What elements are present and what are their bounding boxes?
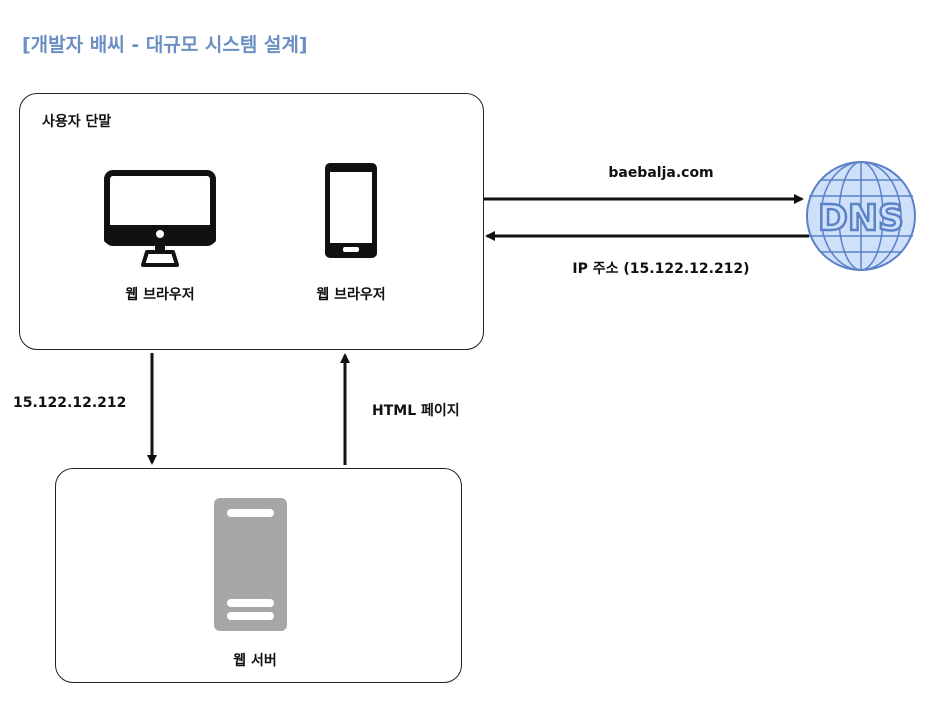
desktop-browser-label: 웹 브라우저: [125, 287, 195, 303]
dns-globe-icon: DNS: [806, 161, 916, 271]
dns-icon-text: DNS: [818, 198, 904, 239]
client-device-box: 사용자 단말: [19, 93, 484, 350]
server-icon: [214, 498, 287, 631]
client-box-label: 사용자 단말: [42, 114, 112, 130]
desktop-monitor-icon: [104, 170, 216, 267]
edge-label-ip-address: IP 주소 (15.122.12.212): [572, 261, 750, 277]
page-title: [개발자 배씨 - 대규모 시스템 설계]: [22, 34, 308, 56]
server-label: 웹 서버: [233, 653, 277, 669]
edge-label-server-ip: 15.122.12.212: [13, 395, 127, 411]
smartphone-icon: [325, 163, 377, 258]
edge-label-domain: baebalja.com: [608, 165, 714, 181]
mobile-browser-label: 웹 브라우저: [316, 287, 386, 303]
edge-label-html-page: HTML 페이지: [372, 403, 460, 419]
